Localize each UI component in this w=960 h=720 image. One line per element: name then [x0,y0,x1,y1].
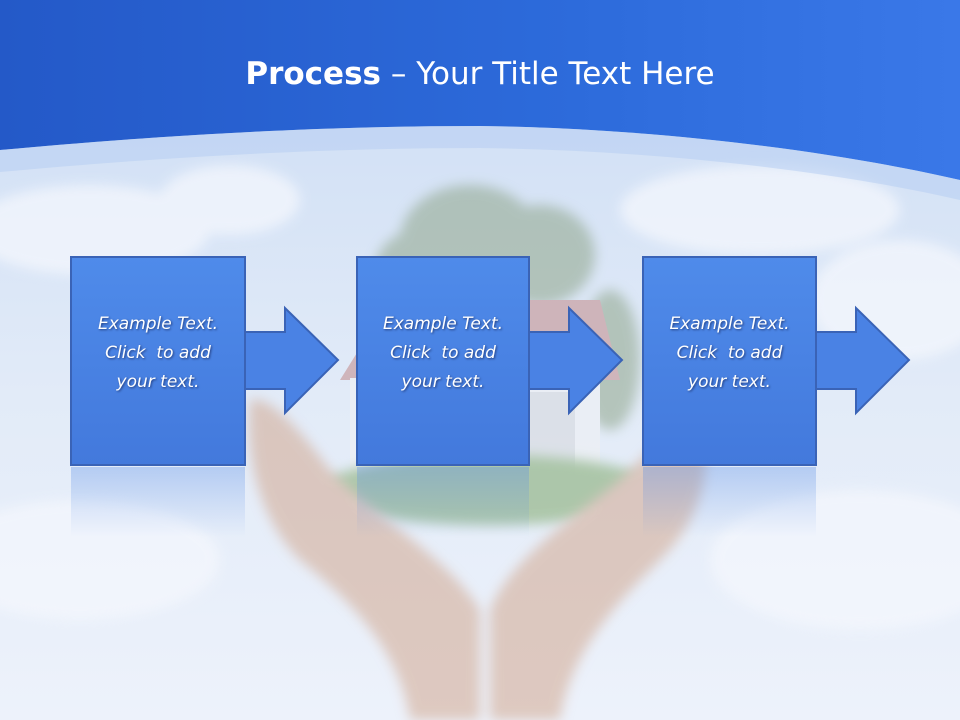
right-arrow-icon [528,305,624,416]
step-2-box[interactable] [356,256,530,466]
slide-title[interactable]: Process – Your Title Text Here [0,54,960,94]
step-1-line-3: your text. [116,372,200,392]
step-3-text[interactable]: Example Text. Click to add your text. [643,310,816,397]
step-3-line-3: your text. [688,372,771,392]
step-2-reflection [357,467,529,537]
step-3-line-2: Click to add [676,343,783,363]
step-1-reflection [71,467,245,537]
process-step-2[interactable] [356,256,624,537]
step-3-line-1: Example Text. [669,314,790,334]
step-2-text[interactable]: Example Text. Click to add your text. [357,310,529,397]
header-band [0,0,960,180]
step-1-line-1: Example Text. [97,314,219,334]
step-2-line-3: your text. [401,372,485,392]
right-arrow-icon [815,305,911,416]
slide-title-rest: Your Title Text Here [416,56,715,92]
process-step-1[interactable] [70,256,340,537]
process-step-3[interactable] [642,256,911,537]
step-1-text[interactable]: Example Text. Click to add your text. [71,310,245,397]
header-highlight-band [0,126,960,200]
step-2-line-2: Click to add [390,343,496,363]
step-1-line-2: Click to add [105,343,211,363]
step-2-line-1: Example Text. [382,314,504,334]
slide-title-dash: – [381,56,417,92]
step-3-box[interactable] [642,256,817,466]
step-3-reflection [643,467,816,537]
right-arrow-icon [244,305,340,416]
slide-title-bold: Process [245,56,381,92]
